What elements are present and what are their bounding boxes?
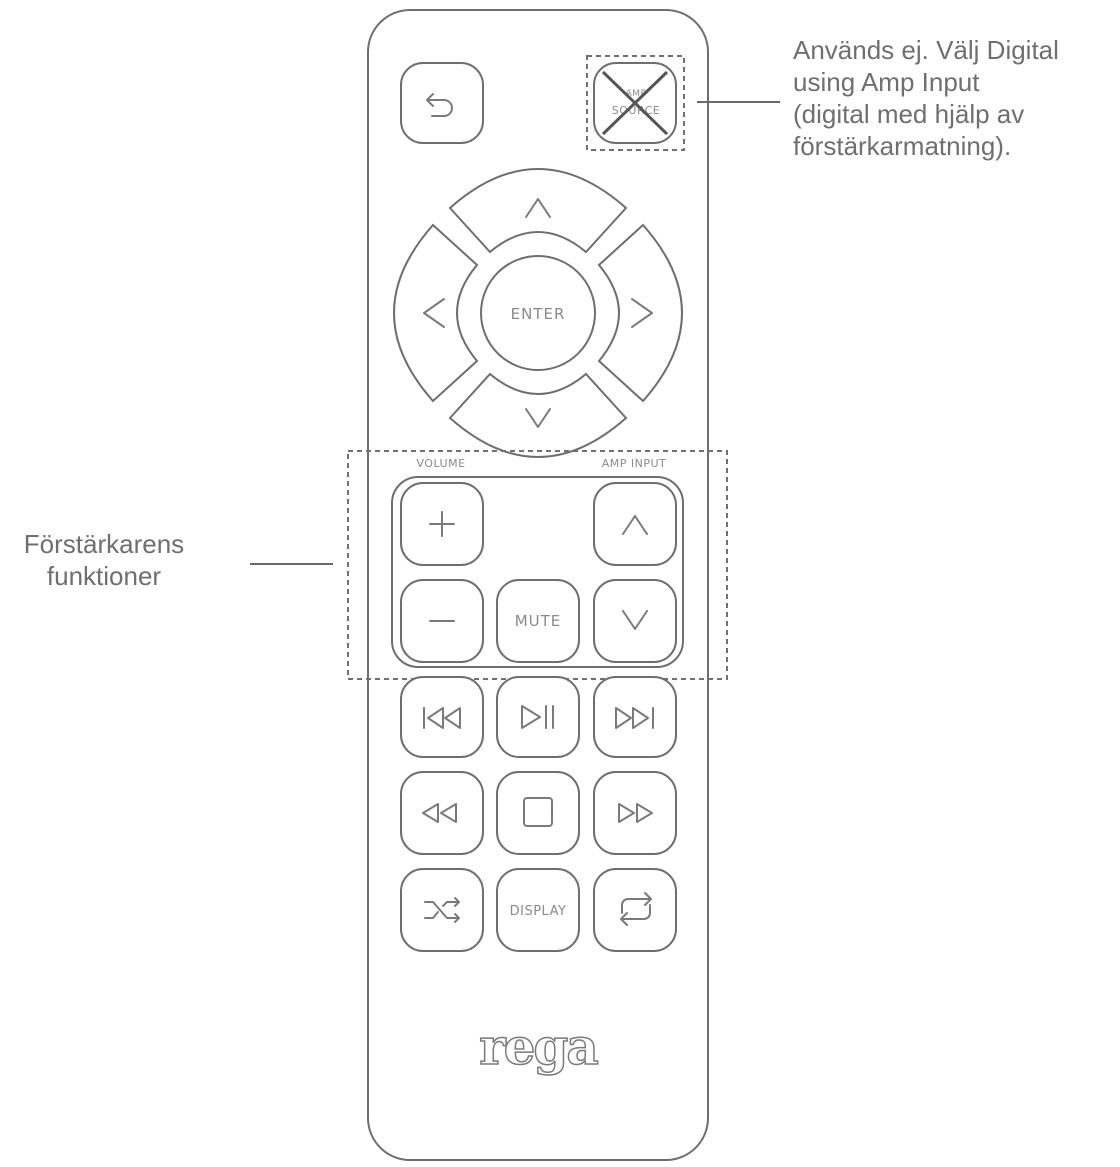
chevron-left-icon	[423, 298, 445, 328]
amp-functions-note: Förstärkarens funktioner	[4, 528, 204, 592]
digital-note-line: (digital med hjälp av	[793, 99, 1025, 129]
volume-label: VOLUME	[416, 457, 465, 470]
rewind-button[interactable]	[400, 771, 484, 855]
stop-button[interactable]	[496, 771, 580, 855]
rega-logo: rega	[479, 1017, 598, 1076]
play-pause-icon	[521, 705, 554, 729]
plus-icon	[429, 511, 455, 537]
volume-up-button[interactable]	[400, 482, 484, 566]
stop-icon	[523, 797, 553, 827]
skip-previous-icon	[423, 707, 461, 729]
fast-forward-button[interactable]	[593, 771, 677, 855]
nav-right-button[interactable]	[597, 223, 683, 403]
chevron-down-icon	[622, 610, 648, 630]
enter-label: ENTER	[511, 305, 566, 323]
mute-label: MUTE	[515, 612, 562, 630]
nav-down-button[interactable]	[448, 372, 628, 458]
amp-note-line: funktioner	[46, 561, 162, 591]
cross-out-icon	[601, 70, 669, 136]
source-highlight-box	[586, 55, 685, 151]
repeat-button[interactable]	[593, 868, 677, 952]
digital-note-line: using Amp Input	[793, 67, 980, 97]
dpad: ENTER	[393, 168, 683, 458]
source-button[interactable]: AMP SOURCE	[593, 62, 677, 144]
chevron-up-icon	[525, 198, 551, 218]
repeat-icon	[620, 892, 652, 926]
amp-functions-panel	[391, 476, 684, 668]
mute-button[interactable]: MUTE	[496, 579, 580, 663]
chevron-right-icon	[631, 298, 653, 328]
shuffle-button[interactable]	[400, 868, 484, 952]
chevron-up-icon	[622, 515, 648, 535]
nav-left-button[interactable]	[393, 223, 479, 403]
play-pause-button[interactable]	[496, 676, 580, 758]
back-button[interactable]	[400, 62, 484, 144]
shuffle-icon	[424, 897, 460, 923]
amp-note-line: Förstärkarens	[23, 529, 185, 559]
display-button[interactable]: DISPLAY	[496, 868, 580, 952]
skip-next-button[interactable]	[593, 676, 677, 758]
amp-input-label: AMP INPUT	[602, 457, 667, 470]
volume-down-button[interactable]	[400, 579, 484, 663]
skip-previous-button[interactable]	[400, 676, 484, 758]
enter-button[interactable]: ENTER	[480, 255, 596, 371]
display-label: DISPLAY	[510, 904, 567, 919]
source-prefix-label: AMP	[626, 89, 647, 99]
amp-input-down-button[interactable]	[593, 579, 677, 663]
digital-note: Används ej. Välj Digital using Amp Input…	[793, 34, 1059, 162]
nav-up-button[interactable]	[448, 168, 628, 254]
skip-next-icon	[615, 707, 654, 729]
amp-input-up-button[interactable]	[593, 482, 677, 566]
rewind-icon	[422, 803, 457, 823]
fast-forward-icon	[618, 803, 653, 823]
digital-note-line: Används ej. Välj Digital	[793, 35, 1059, 65]
chevron-down-icon	[525, 408, 551, 428]
digital-note-line: förstärkarmatning).	[793, 131, 1012, 161]
back-arrow-icon	[426, 93, 453, 117]
